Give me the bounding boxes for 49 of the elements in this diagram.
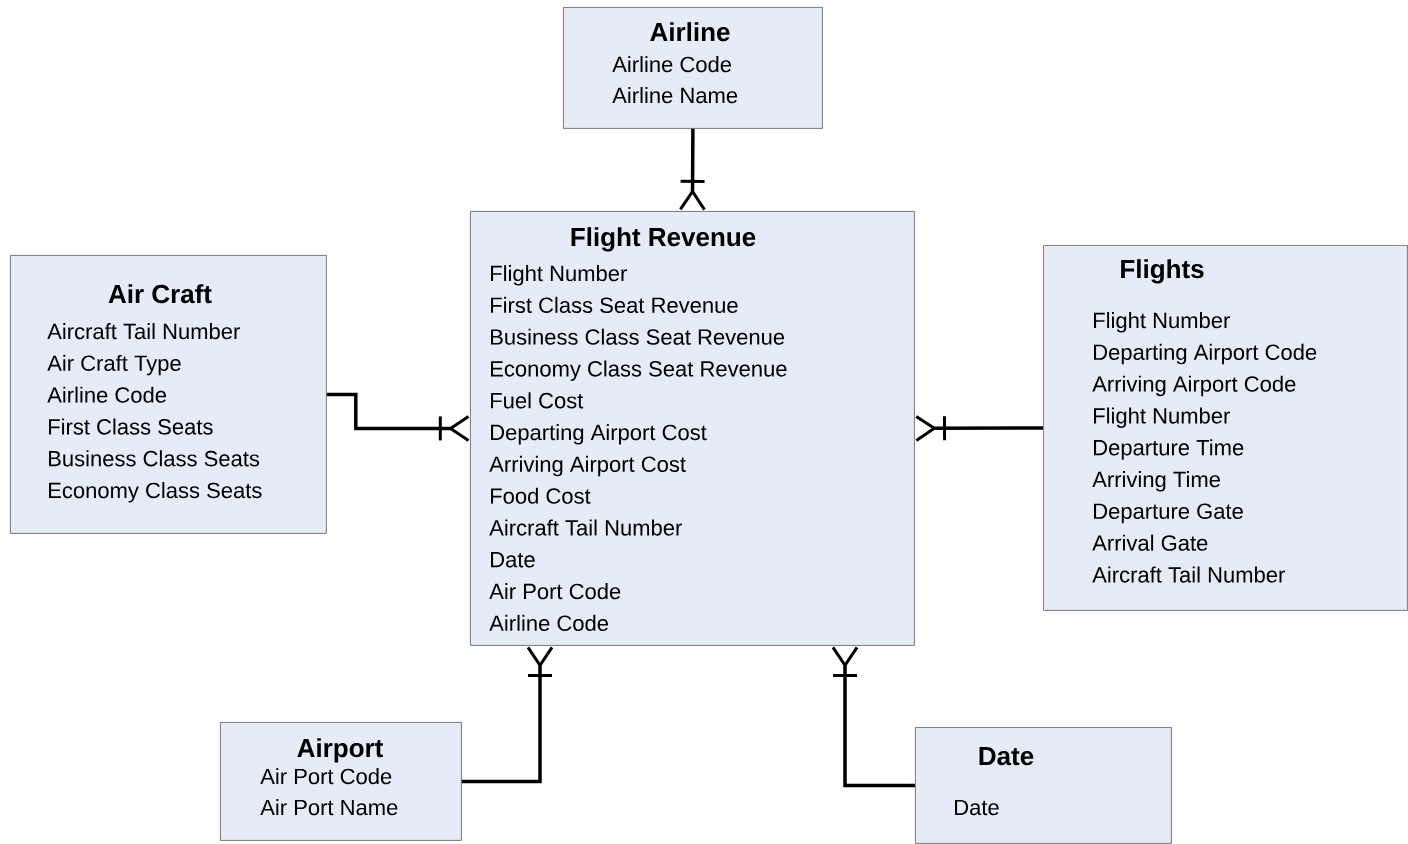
attribute-text: Airline Code [489,614,609,632]
attribute-text: Airline Name [612,87,738,104]
entity-box [220,722,462,841]
entity-box [10,255,327,534]
entity-title: Flight Revenue [571,227,756,252]
entity-title: Airport [297,738,383,763]
attribute-text: Departing Airport Code [1094,343,1317,365]
attribute-text: Flight Number [491,265,627,286]
attribute-text: Airline Code [47,386,166,403]
attribute-text: Departing Airport Cost [491,424,707,445]
attribute-text: Arriving Time [1092,471,1220,492]
attribute-text: Aircraft Tail Number [1092,566,1285,583]
attribute-text: Departure Gate [1094,503,1243,524]
attribute-text: Air Port Name [260,799,398,816]
attribute-text: Air Craft Type [47,354,181,376]
attribute-text: Economy Class Seats [49,482,262,503]
attribute-text: Air Port Code [489,583,621,600]
attribute-text: Arriving Airport Cost [489,455,686,477]
entity-title: Air Craft [108,284,212,304]
attribute-text: Departure Time [1094,439,1244,460]
attribute-text: Aircraft Tail Number [47,323,240,340]
attribute-text: Aircraft Tail Number [489,519,682,536]
attribute-text: Arrival Gate [1092,534,1208,551]
attribute-text: First Class Seats [49,418,213,435]
entity-box [1043,245,1408,611]
attribute-text: Fuel Cost [491,392,584,409]
attribute-text: Date [491,552,535,568]
relationship-line [326,392,470,442]
entity-title: Flights [1121,259,1204,284]
relationship-line [679,128,706,211]
attribute-text: Economy Class Seat Revenue [491,360,787,381]
attribute-text: Airline Code [612,56,732,73]
attribute-text: Business Class Seat Revenue [491,328,785,345]
attribute-text: Flight Number [1094,312,1230,333]
attribute-text: Date [955,799,999,816]
relationship-line [915,415,1043,442]
attribute-text: Food Cost [491,487,591,504]
entity-title: Date [979,747,1034,766]
relationship-line [831,646,915,788]
entity-box [470,211,915,646]
attribute-text: Air Port Code [260,768,392,785]
attribute-text: Arriving Airport Code [1092,375,1296,397]
entity-box [915,727,1172,844]
attribute-text: Flight Number [1094,407,1230,428]
attribute-text: First Class Seat Revenue [491,296,738,314]
entity-box [563,7,823,129]
entity-title: Airline [650,22,730,42]
relationship-line [461,646,554,784]
attribute-text: Business Class Seats [49,450,260,467]
